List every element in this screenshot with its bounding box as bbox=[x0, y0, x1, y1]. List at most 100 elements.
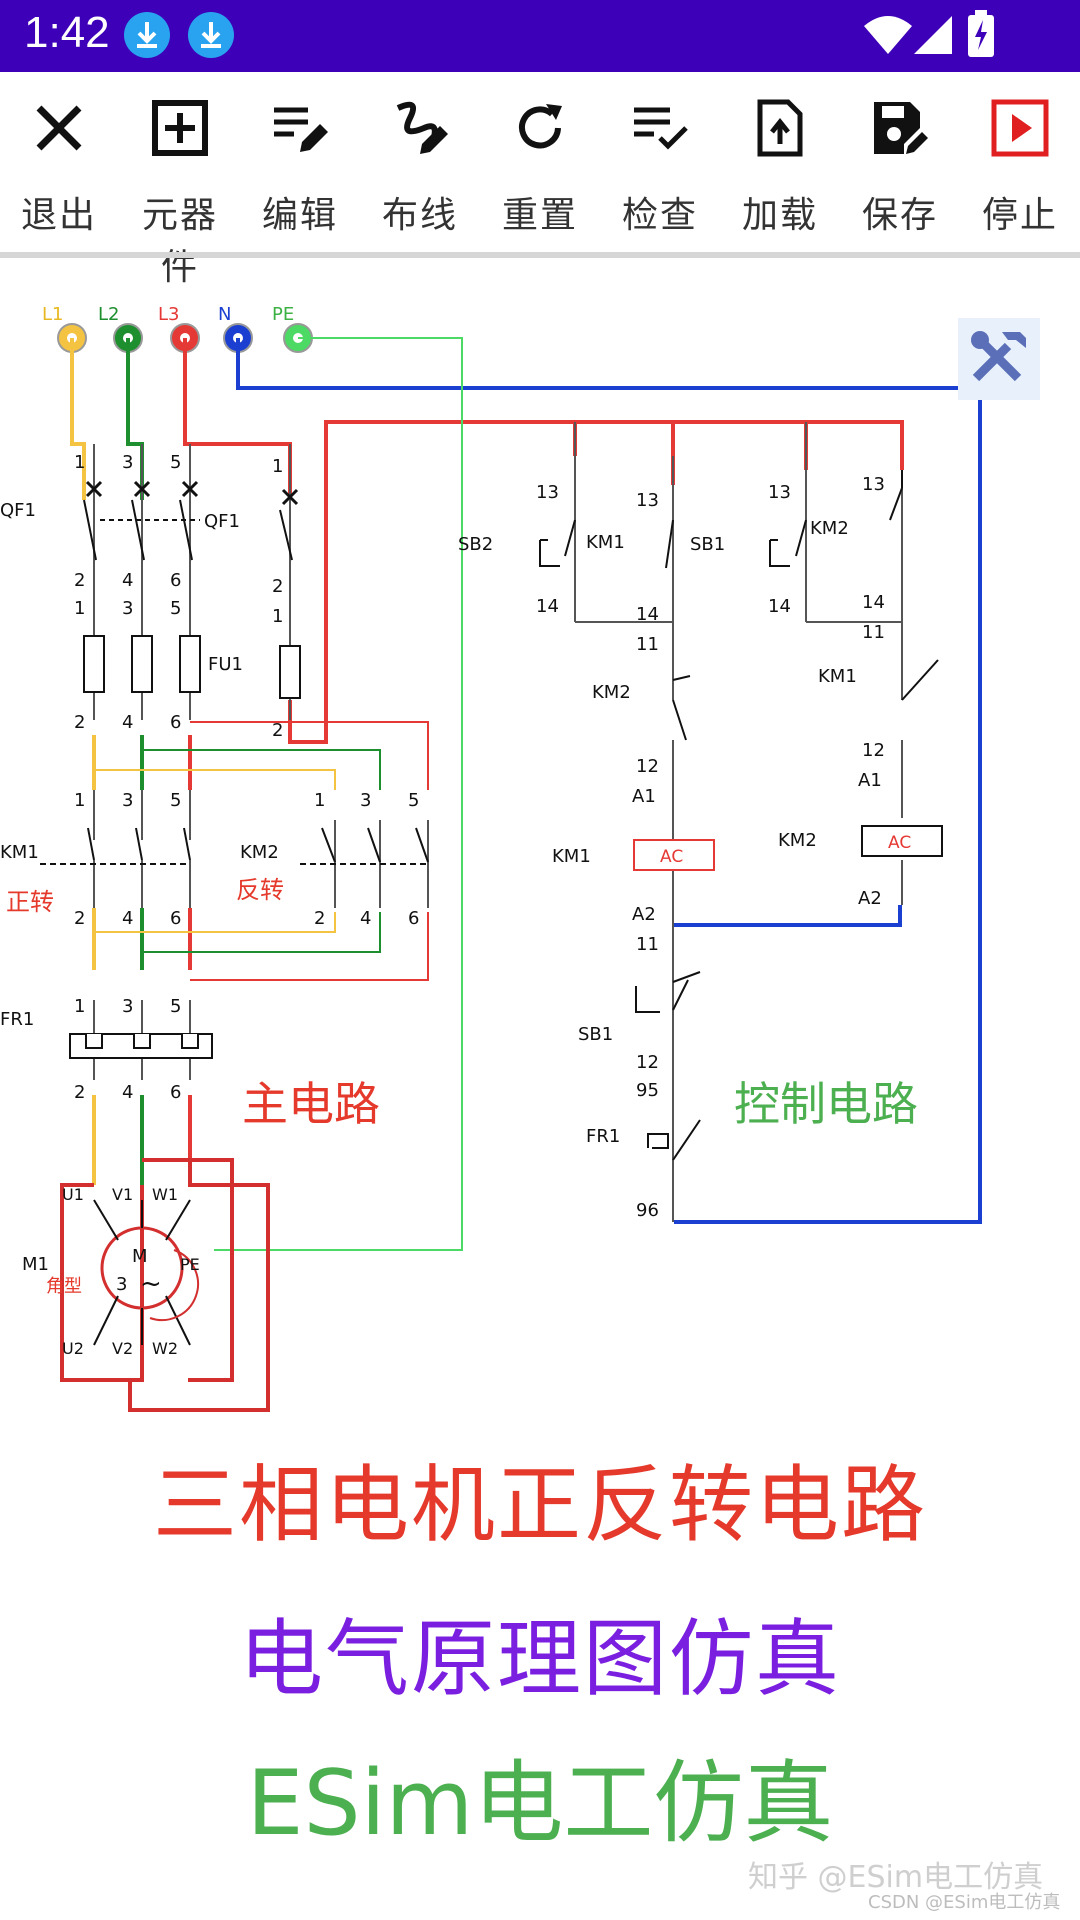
svg-text:4: 4 bbox=[122, 570, 133, 591]
svg-text:2: 2 bbox=[74, 1082, 85, 1103]
km2-main-label: KM2 bbox=[240, 842, 279, 863]
svg-text:11: 11 bbox=[862, 622, 885, 643]
close-icon bbox=[36, 105, 82, 151]
svg-text:5: 5 bbox=[408, 790, 419, 811]
svg-text:1: 1 bbox=[272, 456, 283, 477]
exit-label: 退出 bbox=[20, 195, 97, 236]
load-label: 加载 bbox=[741, 195, 818, 236]
svg-text:13: 13 bbox=[862, 474, 885, 495]
w1-label: W1 bbox=[152, 1185, 178, 1204]
motor-symbol[interactable] bbox=[93, 1199, 200, 1346]
battery-charging-icon bbox=[968, 10, 994, 57]
exit-button[interactable]: 退出 bbox=[4, 90, 114, 240]
v2-label: V2 bbox=[112, 1339, 133, 1358]
svg-text:1: 1 bbox=[74, 996, 85, 1017]
svg-text:12: 12 bbox=[862, 740, 885, 761]
svg-text:12: 12 bbox=[636, 756, 659, 777]
svg-text:KM1: KM1 bbox=[586, 532, 625, 553]
load-button[interactable]: 加载 bbox=[725, 90, 835, 240]
control-circuit-label: 控制电路 bbox=[734, 1077, 918, 1131]
svg-text:6: 6 bbox=[170, 570, 181, 591]
svg-text:6: 6 bbox=[170, 712, 181, 733]
svg-text:3: 3 bbox=[360, 790, 371, 811]
toolbar-divider bbox=[0, 252, 1080, 258]
svg-text:1: 1 bbox=[74, 452, 85, 473]
km1-coil[interactable]: AC bbox=[633, 839, 715, 871]
svg-text:13: 13 bbox=[636, 490, 659, 511]
svg-text:13: 13 bbox=[768, 482, 791, 503]
add-box-icon bbox=[152, 100, 208, 156]
save-button[interactable]: 保存 bbox=[845, 90, 955, 240]
svg-text:KM2: KM2 bbox=[778, 830, 817, 851]
svg-text:4: 4 bbox=[122, 1082, 133, 1103]
fu1-fuses[interactable] bbox=[83, 635, 301, 699]
svg-text:14: 14 bbox=[862, 592, 885, 613]
svg-text:2: 2 bbox=[74, 712, 85, 733]
svg-text:1: 1 bbox=[74, 790, 85, 811]
wiring-button[interactable]: 布线 bbox=[365, 90, 475, 240]
svg-text:2: 2 bbox=[74, 908, 85, 929]
title-circuit-name: 三相电机正反转电路 bbox=[152, 1456, 927, 1554]
svg-text:6: 6 bbox=[408, 908, 419, 929]
l2-label: L2 bbox=[98, 304, 119, 325]
svg-text:FR1: FR1 bbox=[586, 1126, 620, 1147]
refresh-icon bbox=[519, 104, 562, 149]
svg-text:5: 5 bbox=[170, 598, 181, 619]
svg-text:6: 6 bbox=[170, 1082, 181, 1103]
tools-button[interactable] bbox=[958, 318, 1040, 400]
edit-button[interactable]: 编辑 bbox=[245, 90, 355, 240]
svg-text:4: 4 bbox=[360, 908, 371, 929]
components-button[interactable]: 元器件 bbox=[125, 90, 235, 288]
u2-label: U2 bbox=[62, 1339, 84, 1358]
svg-text:14: 14 bbox=[536, 596, 559, 617]
title-app-name: ESim电工仿真 bbox=[246, 1751, 834, 1856]
svg-text:11: 11 bbox=[636, 934, 659, 955]
motor-phase-label: 3 bbox=[116, 1274, 127, 1295]
v1-label: V1 bbox=[112, 1185, 133, 1204]
svg-text:SB2: SB2 bbox=[458, 534, 493, 555]
circuit-diagram[interactable]: L1 L2 L3 N PE bbox=[0, 258, 1080, 1438]
motor-pe-label: PE bbox=[180, 1255, 200, 1274]
svg-text:2: 2 bbox=[314, 908, 325, 929]
svg-text:3: 3 bbox=[122, 790, 133, 811]
toolbar: 退出 元器件 编辑 布线 重置 检查 加载 保存 停止 bbox=[0, 72, 1080, 288]
wifi-icon bbox=[864, 16, 912, 54]
qf1-breaker[interactable] bbox=[83, 480, 299, 561]
save-edit-icon bbox=[874, 102, 928, 154]
download-icon bbox=[188, 12, 234, 58]
status-bar: 1:42 bbox=[0, 0, 1080, 72]
motor-ac-label: ~ bbox=[140, 1269, 162, 1299]
km2-coil[interactable]: AC bbox=[861, 825, 943, 857]
qf1-label: QF1 bbox=[204, 511, 240, 532]
svg-text:14: 14 bbox=[636, 604, 659, 625]
reset-button[interactable]: 重置 bbox=[485, 90, 595, 240]
u1-label: U1 bbox=[62, 1185, 84, 1204]
stop-label: 停止 bbox=[981, 195, 1058, 236]
svg-text:A2: A2 bbox=[858, 888, 882, 909]
svg-text:13: 13 bbox=[536, 482, 559, 503]
interlock-wires bbox=[94, 337, 463, 1251]
edit-label: 编辑 bbox=[261, 195, 338, 236]
wiring-label: 布线 bbox=[381, 195, 458, 236]
stop-button[interactable]: 停止 bbox=[965, 90, 1075, 240]
svg-text:11: 11 bbox=[636, 634, 659, 655]
m1-label: M1 bbox=[22, 1254, 49, 1275]
zhihu-watermark: 知乎 @ESim电工仿真 bbox=[748, 1860, 1044, 1895]
qf1-side-label: QF1 bbox=[0, 500, 36, 521]
reverse-label: 反转 bbox=[236, 876, 284, 904]
svg-text:2: 2 bbox=[272, 720, 283, 741]
km-main-contacts[interactable] bbox=[40, 827, 430, 865]
svg-text:1: 1 bbox=[74, 598, 85, 619]
svg-text:AC: AC bbox=[888, 833, 911, 853]
pe-label: PE bbox=[272, 304, 294, 325]
status-time: 1:42 bbox=[24, 8, 110, 57]
star-label: 角型 bbox=[46, 1276, 82, 1297]
control-contacts[interactable] bbox=[539, 470, 939, 1161]
checklist-icon bbox=[634, 107, 688, 150]
svg-text:4: 4 bbox=[122, 712, 133, 733]
check-button[interactable]: 检查 bbox=[605, 90, 715, 240]
fr1-thermal-relay[interactable] bbox=[69, 1033, 213, 1059]
stop-play-icon bbox=[991, 99, 1049, 157]
l3-label: L3 bbox=[158, 304, 179, 325]
